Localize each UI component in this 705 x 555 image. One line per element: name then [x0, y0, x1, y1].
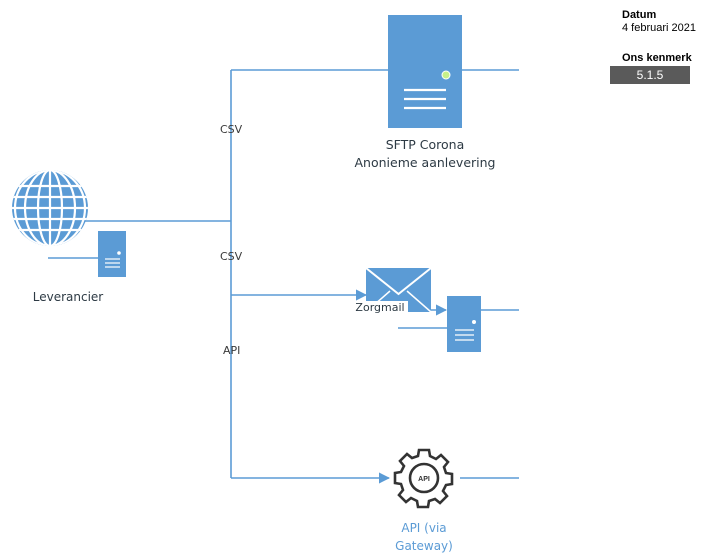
globe-icon — [12, 170, 88, 246]
kenmerk-value: 5.1.5 — [610, 66, 690, 84]
gateway-label-line2: Gateway) — [395, 539, 453, 553]
edge-label-csv-top: CSV — [220, 123, 243, 136]
supplier-label: Leverancier — [32, 290, 104, 304]
gateway-label-line1: API (via — [401, 521, 447, 535]
datum-value: 4 februari 2021 — [622, 22, 696, 34]
edge-label-api: API — [223, 344, 241, 357]
datum-label: Datum — [622, 9, 657, 21]
kenmerk-label: Ons kenmerk — [622, 52, 692, 64]
api-gear-text: API — [418, 476, 430, 483]
api-gear-icon — [393, 448, 454, 509]
edge-label-csv-mid: CSV — [220, 250, 243, 263]
gateway-label: API (via Gateway) — [374, 519, 474, 555]
sftp-label-line2: Anonieme aanlevering — [354, 155, 496, 170]
sftp-server-icon — [388, 15, 462, 128]
mail-server-icon — [447, 296, 481, 352]
sftp-label: SFTP Corona Anonieme aanlevering — [330, 136, 520, 172]
supplier-server-icon — [98, 231, 126, 277]
zorgmail-label: Zorgmail — [352, 301, 408, 314]
sftp-label-line1: SFTP Corona — [385, 137, 465, 152]
